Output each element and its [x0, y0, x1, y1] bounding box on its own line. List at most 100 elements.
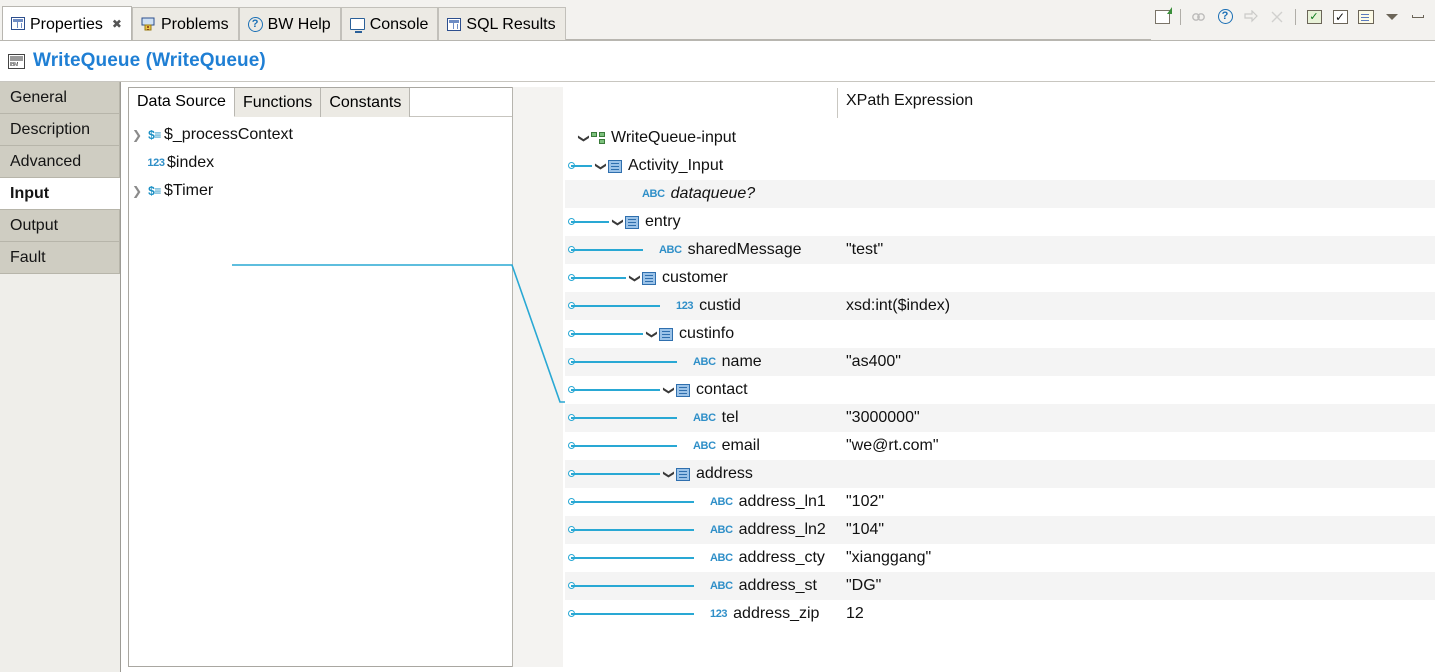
data-source-tab-label: Functions	[242, 93, 313, 111]
chevron-right-icon[interactable]: ❯	[131, 128, 143, 142]
minimize-icon[interactable]	[1407, 7, 1429, 27]
data-source-row[interactable]: ❯123$index	[129, 149, 562, 177]
tree-row-xpath[interactable]: "we@rt.com"	[846, 437, 939, 454]
chevron-down-icon[interactable]: ❯	[577, 133, 591, 143]
chevron-down-icon[interactable]: ❯	[662, 385, 676, 395]
chevron-right-icon[interactable]: ❯	[131, 184, 143, 198]
view-tab-console[interactable]: Console	[340, 7, 439, 40]
abc-icon: ABC	[642, 188, 665, 200]
sidebar-item-input[interactable]: Input	[0, 178, 120, 210]
sidebar-item-label: Advanced	[10, 152, 82, 170]
chevron-down-icon[interactable]: ❯	[645, 329, 659, 339]
view-toolbar: ? ✓ ✓	[1151, 0, 1435, 40]
number-icon: 123	[710, 608, 728, 620]
tree-row[interactable]: ABC dataqueue?	[565, 180, 1435, 208]
help-icon[interactable]: ?	[1214, 7, 1236, 27]
chevron-down-icon[interactable]: ❯	[662, 469, 676, 479]
view-tab-problems[interactable]: Problems	[131, 7, 239, 40]
chevron-down-icon[interactable]: ❯	[611, 217, 625, 227]
page-header: WriteQueue (WriteQueue)	[0, 41, 1435, 82]
connector-line	[571, 277, 626, 279]
sidebar-item-output[interactable]: Output	[0, 210, 120, 242]
number-icon: 123	[676, 300, 694, 312]
tree-row[interactable]: ❯ custinfo	[565, 320, 1435, 348]
schema-icon	[591, 131, 606, 145]
tree-row-name: contact	[696, 381, 748, 398]
data-source-row-label: $_processContext	[164, 126, 293, 143]
abc-icon: ABC	[710, 580, 733, 592]
tree-row-label-group: ❯WriteQueue-input	[577, 124, 737, 152]
chevron-down-icon[interactable]: ❯	[594, 161, 608, 171]
data-source-row[interactable]: ❯$≡$_processContext	[129, 121, 562, 149]
grid-icon	[447, 17, 462, 31]
tree-row-xpath[interactable]: xsd:int($index)	[846, 297, 951, 314]
tree-row-xpath[interactable]: "102"	[846, 493, 885, 510]
grid-icon	[11, 17, 25, 30]
data-source-tab-label: Constants	[329, 93, 402, 111]
data-source-tab-functions[interactable]: Functions	[234, 88, 322, 117]
element-icon	[625, 215, 639, 229]
tree-row-name: custinfo	[679, 325, 735, 342]
view-tab-properties[interactable]: Properties✖	[2, 6, 132, 40]
tree-row-xpath[interactable]: 12	[846, 605, 864, 622]
tree-row[interactable]: ❯entry	[565, 208, 1435, 236]
sidebar-item-advanced[interactable]: Advanced	[0, 146, 120, 178]
check-icon[interactable]: ✓	[1329, 7, 1351, 27]
tree-row-name: dataqueue?	[670, 185, 756, 202]
tree-row[interactable]: ❯Activity_Input	[565, 152, 1435, 180]
close-icon[interactable]: ✖	[111, 16, 122, 31]
link-disabled-icon	[1188, 7, 1210, 27]
tree-row[interactable]: ❯WriteQueue-input	[565, 124, 1435, 152]
data-source-tab-constants[interactable]: Constants	[321, 88, 411, 117]
tree-row[interactable]: ❯address	[565, 460, 1435, 488]
tab-bar-filler	[565, 7, 1151, 40]
tree-row-xpath[interactable]: "3000000"	[846, 409, 920, 426]
connector-line	[571, 529, 694, 531]
data-source-tab-data-source[interactable]: Data Source	[129, 88, 235, 117]
tree-row-name: address_ln2	[738, 521, 826, 538]
toolbar-separator-2	[1295, 8, 1296, 25]
data-source-row-label: $Timer	[164, 182, 214, 199]
minimize-menu-icon[interactable]	[1381, 7, 1403, 27]
sidebar-item-fault[interactable]: Fault	[0, 242, 120, 274]
new-page-icon[interactable]	[1151, 6, 1173, 27]
tree-row[interactable]: ❯ contact	[565, 376, 1435, 404]
tree-row-xpath[interactable]: "test"	[846, 241, 884, 258]
connector-line	[571, 445, 677, 447]
data-source-tab-label: Data Source	[137, 93, 226, 110]
view-tab-bw-help[interactable]: ?BW Help	[238, 7, 341, 40]
abc-icon: ABC	[659, 244, 682, 256]
tree-row-xpath[interactable]: "xianggang"	[846, 549, 932, 566]
view-tab-label: BW Help	[267, 16, 331, 33]
view-tab-sql-results[interactable]: SQL Results	[438, 7, 566, 40]
notes-icon[interactable]	[1355, 7, 1377, 27]
sidebar-item-general[interactable]: General	[0, 82, 120, 114]
tree-row[interactable]: ❯customer	[565, 264, 1435, 292]
sidebar-item-description[interactable]: Description	[0, 114, 120, 146]
chevron-down-icon[interactable]: ❯	[628, 273, 642, 283]
tree-row-name: email	[721, 437, 760, 454]
tree-row-xpath[interactable]: "DG"	[846, 577, 882, 594]
tree-row-xpath[interactable]: "104"	[846, 521, 885, 538]
abc-icon: ABC	[693, 356, 716, 368]
element-icon	[659, 327, 673, 341]
validate-icon[interactable]: ✓	[1303, 7, 1325, 27]
tree-row-xpath[interactable]: "as400"	[846, 353, 901, 370]
data-source-row[interactable]: ❯$≡$Timer	[129, 177, 562, 205]
